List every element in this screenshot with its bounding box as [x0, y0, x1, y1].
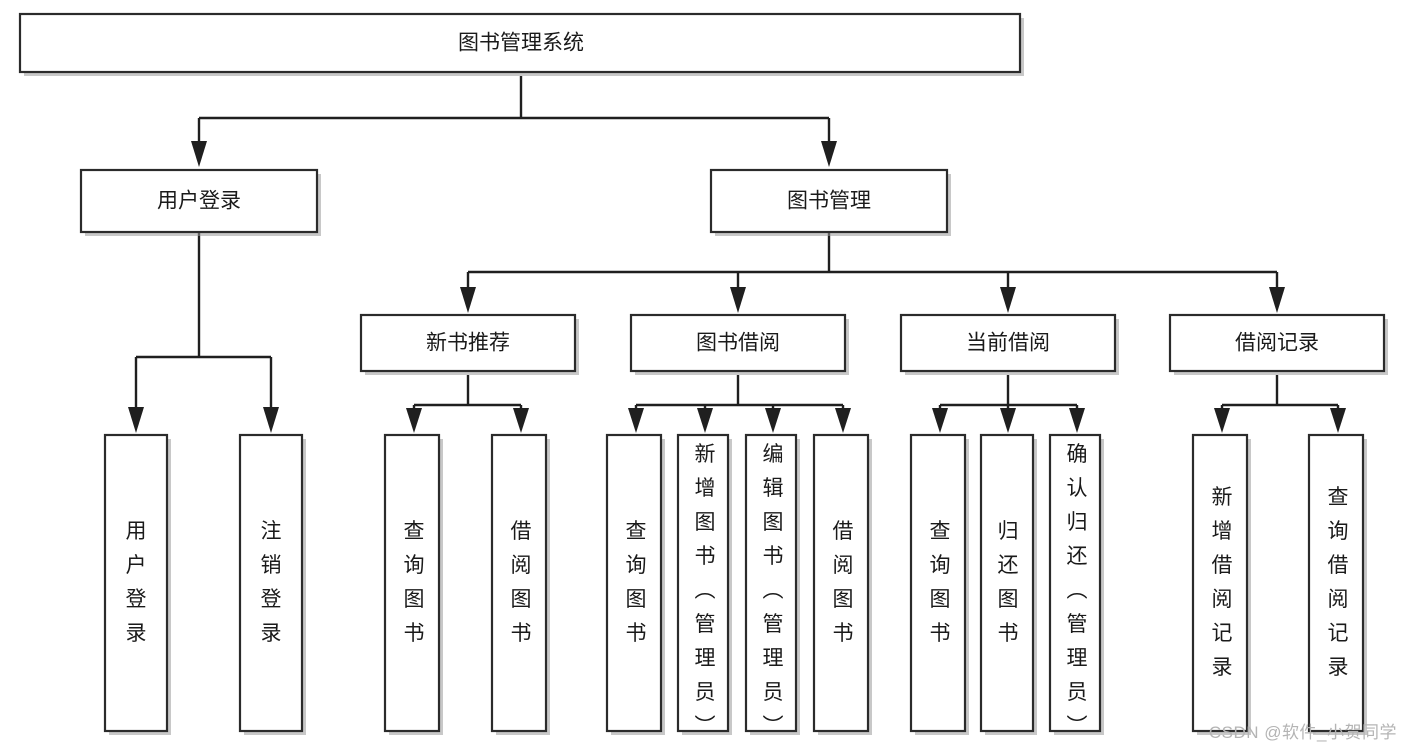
node-new-book-recommend-label: 新书推荐	[426, 332, 510, 355]
connector-group-bookmanage	[460, 232, 1285, 313]
arrow-head-bookmanage	[821, 141, 837, 167]
arrow-head-leaf-add-record	[1214, 408, 1230, 433]
node-user-login-label: 用户登录	[157, 190, 241, 213]
node-leaf-add-book[interactable]: 新增图书︵管理员︶	[676, 433, 732, 738]
node-leaf-edit-book-label: 编辑图书︵管理员︶	[763, 443, 784, 738]
node-new-book-recommend[interactable]: 新书推荐	[359, 313, 579, 375]
node-leaf-edit-book[interactable]: 编辑图书︵管理员︶	[744, 433, 800, 738]
node-leaf-borrow-book-2-label: 借阅图书	[833, 520, 854, 645]
node-user-login-box[interactable]	[79, 168, 319, 234]
node-leaf-query-record-label: 查询借阅记录	[1328, 486, 1349, 679]
node-leaf-user-login[interactable]: 用户登录	[103, 433, 171, 735]
node-leaf-query-book-2[interactable]: 查询图书	[605, 433, 665, 735]
arrow-head-leaf-add-book	[697, 408, 713, 433]
arrow-head-leaf-query-record	[1330, 408, 1346, 433]
node-borrow-record-label: 借阅记录	[1235, 332, 1319, 355]
node-leaf-edit-book-box[interactable]	[744, 433, 798, 733]
arrow-head-leaf-borrow-book-1	[513, 408, 529, 433]
arrow-head-current-borrow	[1000, 287, 1016, 313]
node-leaf-add-record-box[interactable]	[1191, 433, 1249, 733]
node-leaf-return-book-label: 归还图书	[998, 520, 1019, 645]
node-leaf-return-book[interactable]: 归还图书	[979, 433, 1037, 735]
arrow-head-leaf-confirm-return	[1069, 408, 1085, 433]
node-leaf-logout-login-box[interactable]	[238, 433, 304, 733]
arrow-head-leaf-edit-book	[765, 408, 781, 433]
node-book-borrow-box[interactable]	[629, 313, 847, 373]
node-leaf-query-book-3[interactable]: 查询图书	[909, 433, 969, 735]
node-leaf-confirm-return-box[interactable]	[1048, 433, 1102, 733]
node-leaf-query-book-1[interactable]: 查询图书	[383, 433, 443, 735]
connector-group-borrowrecord	[1214, 375, 1346, 433]
node-leaf-logout-login-label: 注销登录	[261, 520, 282, 645]
arrow-head-leaf-query-book-3	[932, 408, 948, 433]
connector-group-root	[191, 76, 837, 167]
node-leaf-query-book-2-label: 查询图书	[626, 520, 647, 645]
connector-group-bookborrow	[628, 375, 851, 433]
node-book-borrow[interactable]: 图书借阅	[629, 313, 849, 375]
connector-group-newbook	[406, 375, 529, 433]
node-borrow-record[interactable]: 借阅记录	[1168, 313, 1388, 375]
connector-group-currentborrow	[932, 375, 1085, 433]
node-leaf-borrow-book-2-box[interactable]	[812, 433, 870, 733]
node-borrow-record-box[interactable]	[1168, 313, 1386, 373]
arrow-head-leaf-logout-login	[263, 407, 279, 433]
node-leaf-query-book-1-label: 查询图书	[404, 520, 425, 645]
node-leaf-add-book-box[interactable]	[676, 433, 730, 733]
arrow-head-book-borrow	[730, 287, 746, 313]
arrow-head-userlogin	[191, 141, 207, 167]
node-leaf-borrow-book-1[interactable]: 借阅图书	[490, 433, 550, 735]
arrow-head-leaf-return-book	[1000, 408, 1016, 433]
node-current-borrow[interactable]: 当前借阅	[899, 313, 1119, 375]
node-current-borrow-label: 当前借阅	[966, 332, 1050, 355]
node-leaf-borrow-book-2[interactable]: 借阅图书	[812, 433, 872, 735]
node-leaf-confirm-return[interactable]: 确认归还︵管理员︶	[1048, 433, 1104, 738]
node-leaf-logout-login[interactable]: 注销登录	[238, 433, 306, 735]
node-leaf-confirm-return-label: 确认归还︵管理员︶	[1067, 443, 1088, 738]
node-leaf-user-login-label: 用户登录	[126, 520, 147, 645]
node-leaf-query-book-2-box[interactable]	[605, 433, 663, 733]
node-book-manage-box[interactable]	[709, 168, 949, 234]
node-leaf-query-record-box[interactable]	[1307, 433, 1365, 733]
node-current-borrow-box[interactable]	[899, 313, 1117, 373]
arrow-head-leaf-user-login	[128, 407, 144, 433]
arrow-head-borrow-record	[1269, 287, 1285, 313]
node-book-manage-label: 图书管理	[787, 190, 871, 213]
arrow-head-leaf-query-book-2	[628, 408, 644, 433]
node-leaf-query-book-3-label: 查询图书	[930, 520, 951, 645]
node-leaf-borrow-book-1-label: 借阅图书	[511, 520, 532, 645]
node-new-book-recommend-box[interactable]	[359, 313, 577, 373]
node-root-label: 图书管理系统	[458, 32, 584, 55]
arrow-head-leaf-query-book-1	[406, 408, 422, 433]
node-leaf-add-record-label: 新增借阅记录	[1212, 486, 1233, 679]
node-root[interactable]: 图书管理系统	[18, 12, 1024, 76]
connector-group-userlogin	[128, 232, 279, 433]
node-leaf-borrow-book-1-box[interactable]	[490, 433, 548, 733]
node-leaf-query-book-1-box[interactable]	[383, 433, 441, 733]
node-leaf-add-record[interactable]: 新增借阅记录	[1191, 433, 1251, 735]
node-user-login[interactable]: 用户登录	[79, 168, 321, 236]
node-leaf-query-record[interactable]: 查询借阅记录	[1307, 433, 1367, 735]
arrow-head-new-book-recommend	[460, 287, 476, 313]
node-leaf-add-book-label: 新增图书︵管理员︶	[695, 443, 716, 738]
node-leaf-user-login-box[interactable]	[103, 433, 169, 733]
node-root-box[interactable]	[18, 12, 1022, 74]
node-book-borrow-label: 图书借阅	[696, 332, 780, 355]
node-book-manage[interactable]: 图书管理	[709, 168, 951, 236]
arrow-head-leaf-borrow-book-2	[835, 408, 851, 433]
node-leaf-return-book-box[interactable]	[979, 433, 1035, 733]
node-leaf-query-book-3-box[interactable]	[909, 433, 967, 733]
